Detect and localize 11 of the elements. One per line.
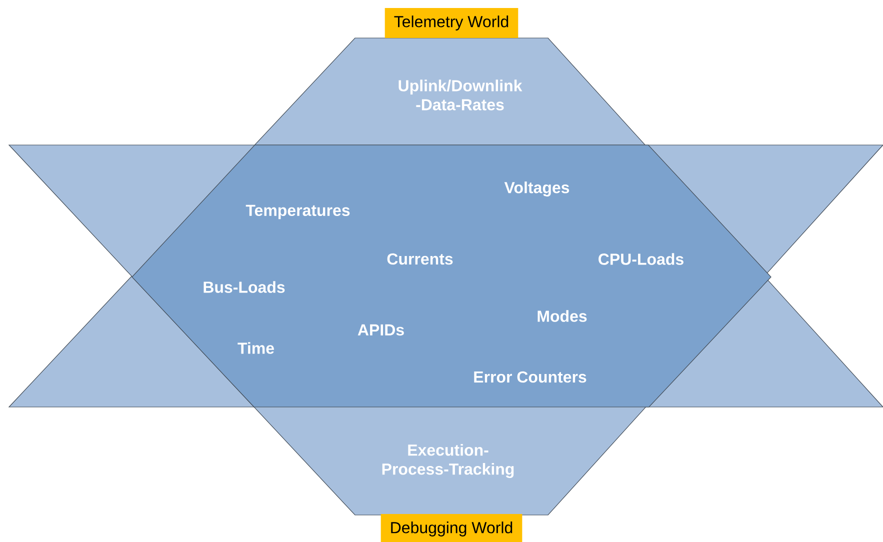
label: Error Counters <box>474 371 586 383</box>
title-box: Telemetry World <box>384 8 518 38</box>
label: Temperatures <box>246 204 350 220</box>
label: CPU-Loads <box>598 253 684 265</box>
label: APIDs <box>358 324 404 336</box>
label: Bus-Loads <box>204 281 285 293</box>
label: Modes <box>538 310 587 322</box>
title-box: Debugging World <box>380 514 522 542</box>
label: Voltages <box>504 182 570 196</box>
label: Time <box>238 342 274 354</box>
label: Currents <box>387 253 453 265</box>
